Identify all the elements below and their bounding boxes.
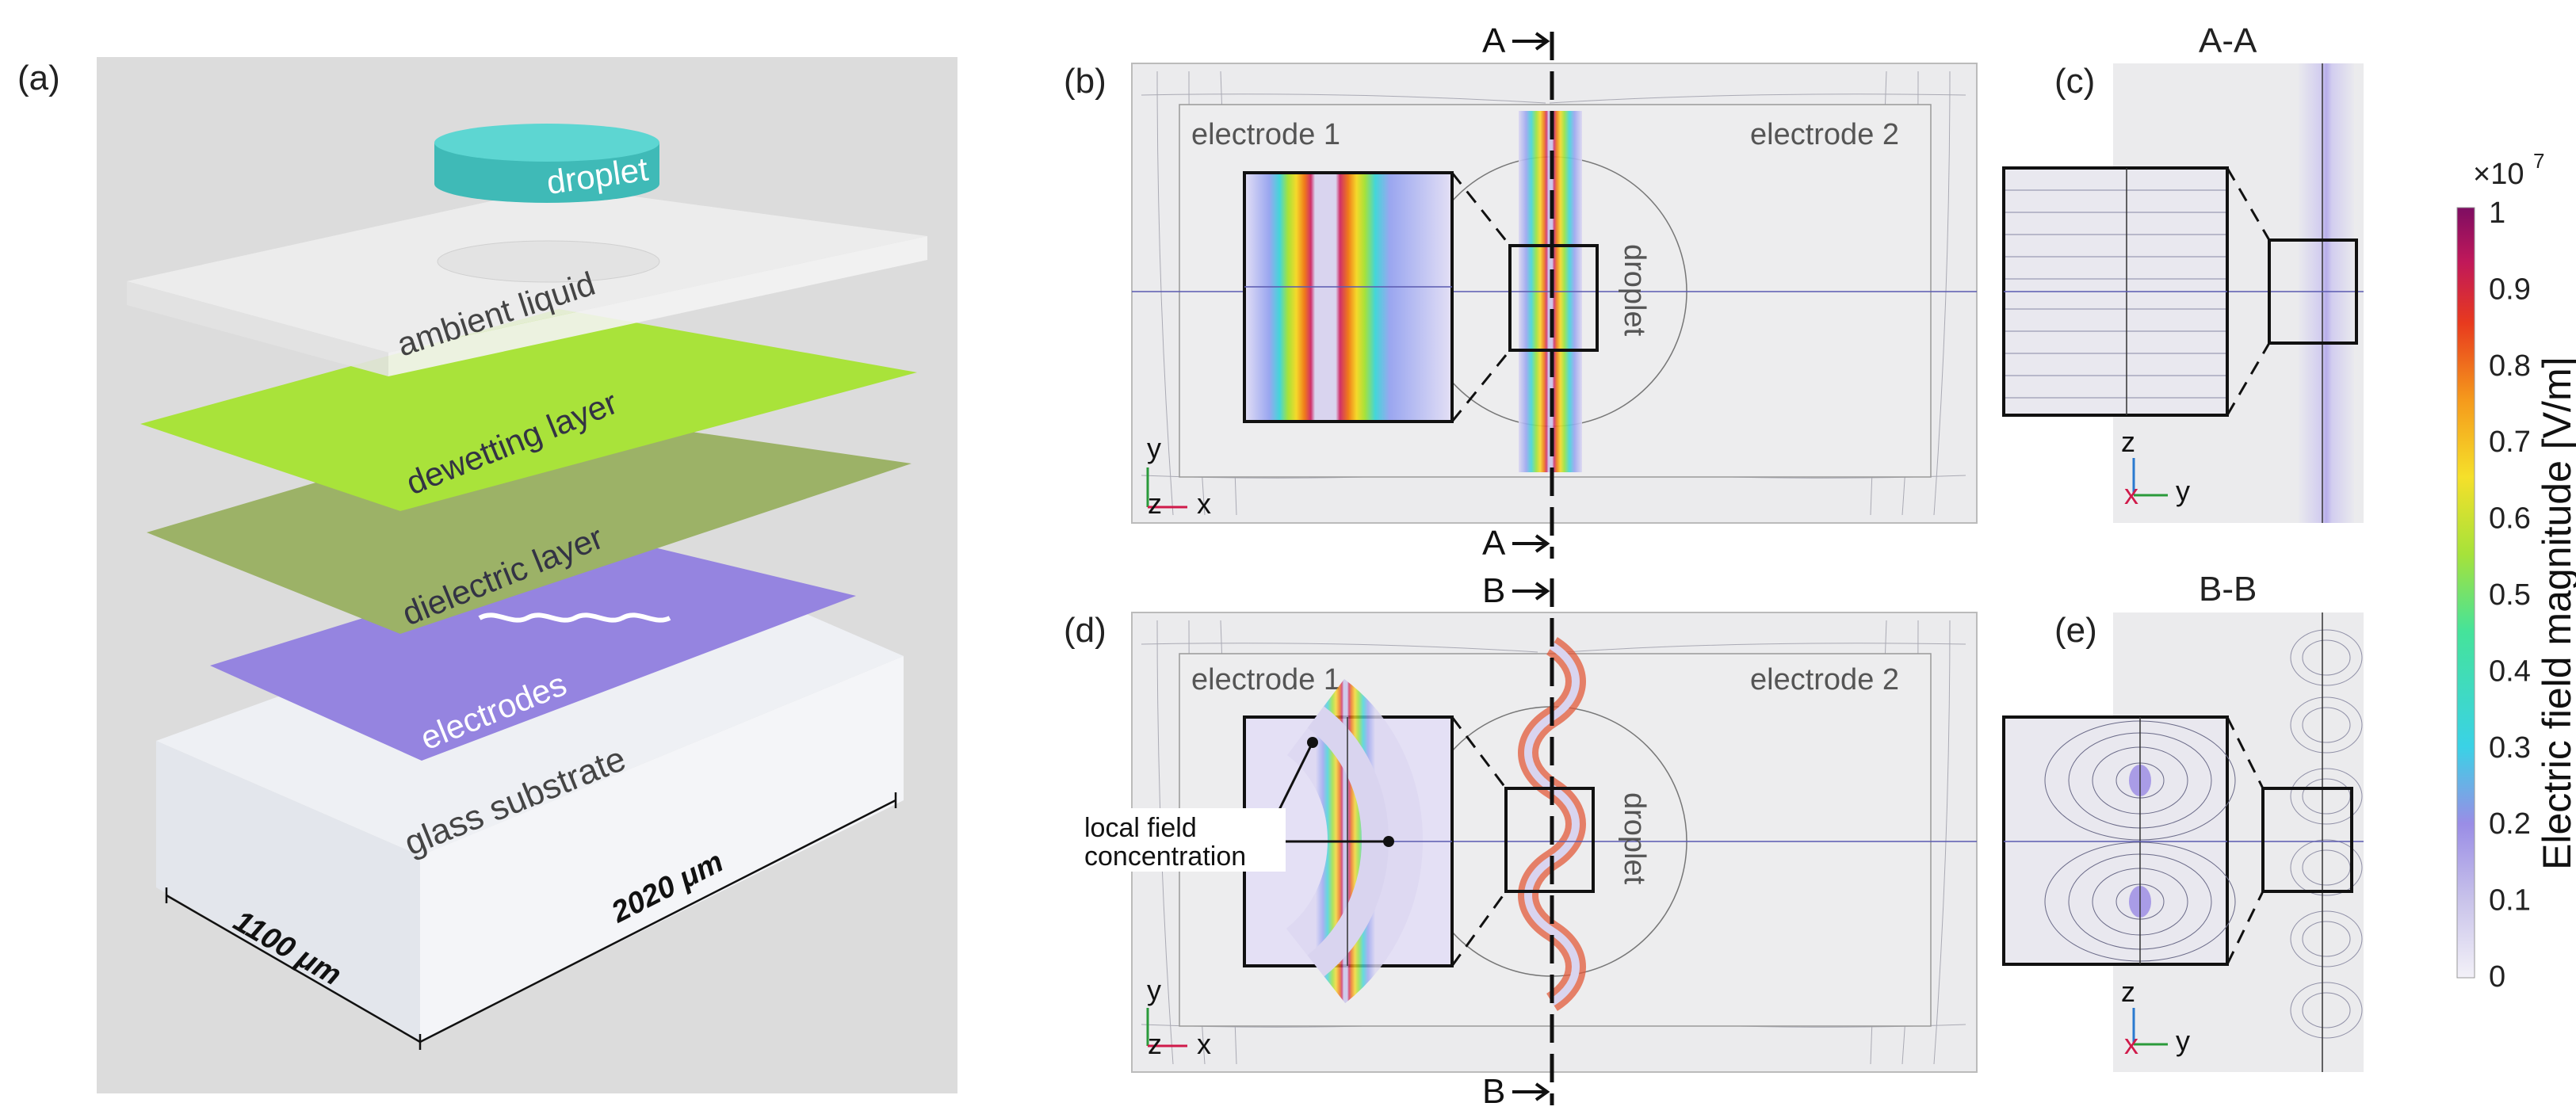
panel-b: (b) electrode 1 electrode 2 droplet y z …	[1064, 62, 1978, 524]
section-b: B B	[1482, 571, 1554, 1111]
panel-e-inset	[2002, 715, 2229, 966]
panel-c: (c) A-A z x y	[2002, 21, 2364, 523]
panel-e: (e) B-B z x y	[2002, 570, 2364, 1072]
panel-c-axis-z: z	[2121, 425, 2135, 458]
section-b-bottom-arrow	[1512, 1082, 1550, 1101]
panel-b-inset	[1243, 171, 1454, 423]
panel-d-electrode1-label: electrode 1	[1191, 663, 1340, 696]
colorbar-ticks: 0 0.1 0.2 0.3 0.4 0.5 0.6 0.7 0.8 0.9 1	[2489, 197, 2531, 994]
panel-d-callout-line2: concentration	[1084, 841, 1246, 872]
colorbar-tick-label: 0.1	[2489, 884, 2531, 918]
panel-d-axis-z: z	[1148, 1028, 1162, 1060]
panel-d: (d) electrode 1 electrode 2 droplet loca…	[1064, 611, 1978, 1073]
panel-c-field-band	[2299, 63, 2354, 523]
panel-c-title: A-A	[2199, 21, 2257, 60]
panel-d-wavy-gap-core	[1524, 642, 1580, 1006]
panel-c-inset-lines	[2005, 189, 2226, 399]
colorbar-tick-label: 0.9	[2489, 273, 2531, 306]
colorbar-tick-label: 0.3	[2489, 731, 2531, 765]
panel-c-zoom-line-top	[2226, 167, 2271, 241]
panel-b-zoom-line-bottom	[1450, 349, 1512, 422]
panel-d-zoom-line-bottom	[1450, 891, 1508, 967]
droplet-footprint	[437, 240, 660, 283]
colorbar: ×10 7 0 0.1 0.2 0.3 0.4 0.5 0.6 0.7 0.8 0.9 1 Elec…	[2456, 149, 2576, 994]
panel-d-zoom-box	[1504, 787, 1595, 893]
colorbar-tick-label: 0	[2489, 960, 2505, 994]
panel-e-axes: z x y	[2121, 975, 2190, 1060]
panel-e-title: B-B	[2199, 570, 2257, 609]
panel-b-electrode2-label: electrode 2	[1750, 118, 1899, 151]
section-a-bottom-arrow	[1512, 534, 1550, 553]
dim-length-line	[419, 799, 896, 1044]
dielectric-layer	[147, 412, 912, 634]
panel-e-field-loops	[2290, 629, 2363, 1039]
panel-c-axis-y: y	[2176, 475, 2190, 507]
panel-b-axis-x: x	[1197, 487, 1211, 520]
panel-d-axis-y: y	[1147, 974, 1161, 1006]
dewetting-layer	[140, 309, 917, 511]
colorbar-tick-label: 1	[2489, 197, 2505, 230]
colorbar-tick-label: 0.4	[2489, 654, 2531, 688]
colorbar-tick-label: 0.6	[2489, 502, 2531, 536]
section-b-top-label: B	[1482, 571, 1505, 610]
dim-depth-line	[166, 894, 421, 1044]
panel-d-electrode2-label: electrode 2	[1750, 663, 1899, 696]
panel-d-droplet-label: droplet	[1618, 792, 1651, 885]
electrodes-layer	[210, 539, 856, 761]
colorbar-tick-label: 0.2	[2489, 807, 2531, 841]
substrate-front	[156, 741, 420, 1042]
panel-e-zoom-line-top	[2226, 716, 2265, 789]
panel-e-zoom-box	[2261, 787, 2353, 893]
panel-b-axis-z: z	[1148, 487, 1162, 520]
panel-b-zoom-line-top	[1450, 172, 1512, 246]
panel-e-axis-x: x	[2124, 1028, 2138, 1060]
panel-e-axis-y: y	[2176, 1025, 2190, 1057]
panel-c-axes: z x y	[2121, 425, 2190, 510]
panel-c-axis-x: x	[2124, 478, 2138, 510]
panel-d-callout-line1: local field	[1084, 813, 1197, 843]
panel-e-axis-z: z	[2121, 975, 2135, 1008]
panel-d-label: (d)	[1064, 611, 1106, 650]
panel-d-zoom-line-top	[1450, 716, 1508, 789]
droplet-top	[434, 124, 659, 162]
section-a-top-arrow	[1512, 32, 1550, 51]
panel-b-axes: y z x	[1146, 432, 1211, 520]
ambient-front	[127, 281, 388, 376]
colorbar-tick-label: 0.5	[2489, 578, 2531, 612]
colorbar-exponent-base: ×10	[2473, 158, 2524, 191]
panel-a: (a) glass substrate electrodes dielectri…	[17, 57, 957, 1093]
panel-b-electrode1-label: electrode 1	[1191, 118, 1340, 151]
panel-d-axis-x: x	[1197, 1028, 1211, 1060]
colorbar-gradient	[2456, 207, 2475, 979]
section-a-top-label: A	[1482, 21, 1506, 60]
colorbar-label: Electric field magnitude [V/m]	[2535, 357, 2576, 871]
section-a: A A	[1482, 21, 1554, 563]
panel-b-axis-y: y	[1147, 432, 1161, 464]
ambient-side	[388, 236, 927, 376]
panel-c-label: (c)	[2054, 62, 2095, 101]
substrate-side	[420, 656, 904, 1042]
colorbar-tick-label: 0.8	[2489, 349, 2531, 383]
panel-c-zoom-box	[2268, 238, 2358, 345]
colorbar-exponent-power: 7	[2533, 149, 2544, 173]
panel-d-axes: y z x	[1146, 974, 1211, 1060]
panel-b-label: (b)	[1064, 62, 1106, 101]
section-b-bottom-label: B	[1482, 1072, 1505, 1111]
colorbar-tick-label: 0.7	[2489, 425, 2531, 459]
section-b-top-arrow	[1512, 582, 1550, 601]
panel-c-zoom-line-bottom	[2226, 342, 2271, 416]
panel-d-callout-bg	[1078, 808, 1286, 872]
panel-b-droplet-label: droplet	[1618, 244, 1651, 337]
electrode-wave	[478, 612, 671, 623]
panel-e-label: (e)	[2054, 611, 2097, 650]
section-a-bottom-label: A	[1482, 524, 1506, 563]
panel-a-label: (a)	[17, 59, 60, 97]
panel-e-zoom-line-bottom	[2226, 891, 2265, 965]
